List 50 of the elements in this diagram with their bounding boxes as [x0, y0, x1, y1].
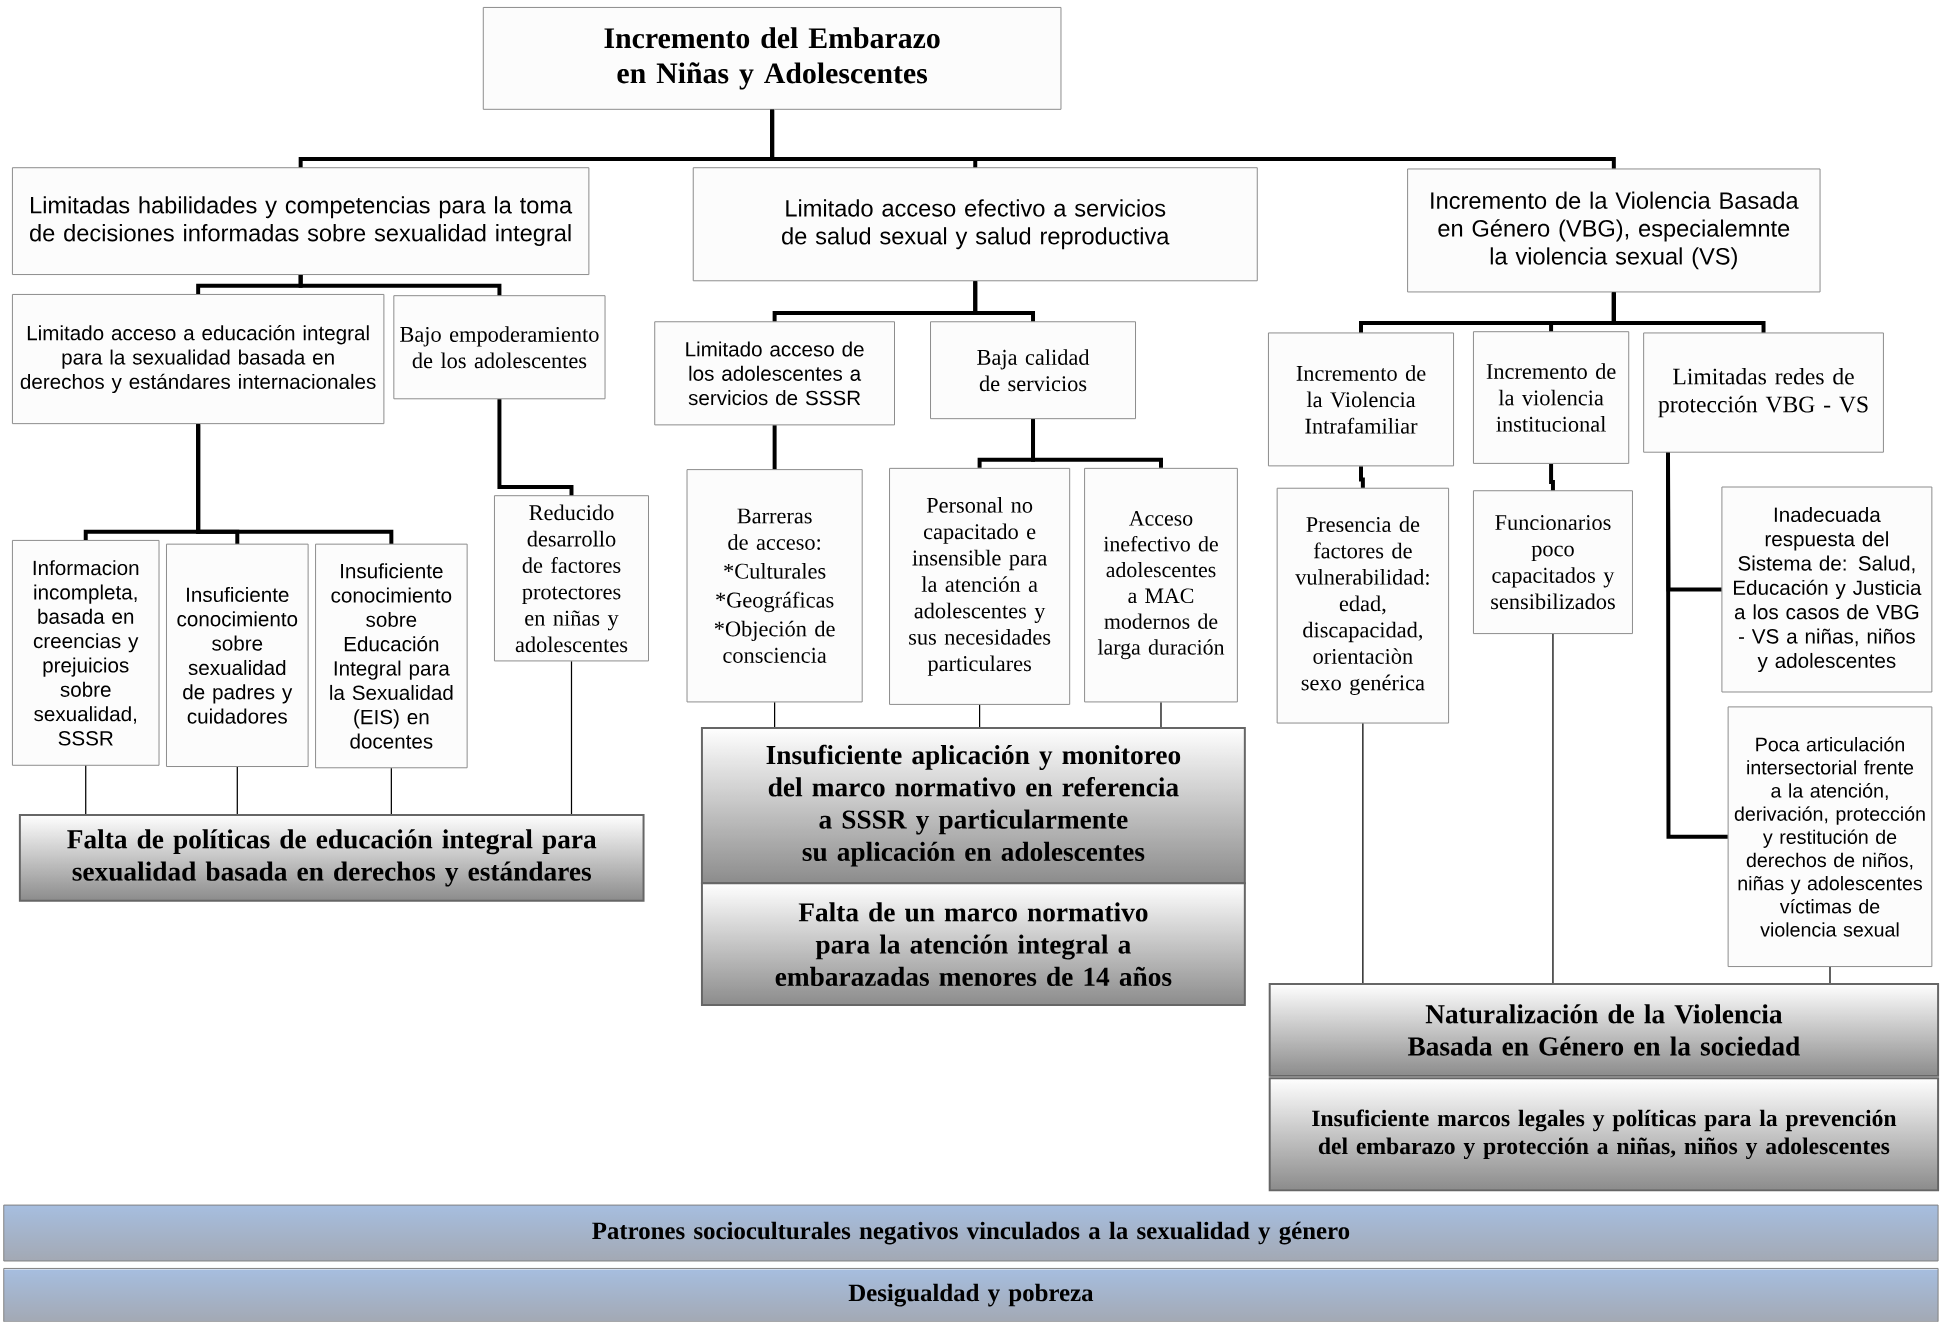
cause-box: Limitado acceso de los adolescentes a servicios de SSSR: [654, 321, 895, 426]
cause-box: Acceso inefectivo de adolescentes a MAC modernos de larga duración: [1084, 467, 1238, 703]
cause-box: Bajo empoderamiento de los adolescentes: [393, 295, 606, 400]
connector-line: [774, 701, 776, 728]
root-cause-box: Insuficiente aplicación y monitoreo del marco normativo en referencia a SSSR y particularmente su aplicación en adolescentes: [700, 727, 1246, 885]
root-cause-box: Insuficiente marcos legales y políticas para la prevención del embarazo y protección a niñas, niños y adolescentes: [1268, 1077, 1940, 1192]
root-cause-box: Falta de políticas de educación integral para sexualidad basada en derechos y estándares: [18, 814, 645, 902]
cause-box: Funcionarios poco capacitados y sensibilizados: [1472, 490, 1633, 635]
cause-box: Insuficiente conocimiento sobre sexualidad de padres y cuidadores: [166, 543, 309, 768]
cause-box: Barreras de acceso: *Culturales *Geográficas *Objeción de consciencia: [686, 469, 863, 703]
connector-line: [390, 767, 392, 815]
banner: Desigualdad y pobreza: [3, 1268, 1939, 1322]
connector-line: [1611, 292, 1766, 333]
cause-box: Presencia de factores de vulnerabilidad: edad, discapacidad, orientaciòn sexo genérica: [1276, 487, 1450, 724]
cause-box: Limitado acceso efectivo a servicios de salud sexual y salud reproductiva: [692, 167, 1258, 282]
connector-line: [979, 704, 981, 728]
cause-box: Incremento del Embarazo en Niñas y Adolescentes: [482, 7, 1062, 110]
root-cause-box: Falta de un marco normativo para la atención integral a embarazadas menores de 14 años: [700, 882, 1246, 1007]
cause-box: Incremento de la Violencia Basada en Género (VBG), especialemnte la violencia sexual (VS): [1407, 168, 1821, 293]
connector-line: [770, 109, 1616, 169]
cause-box: Insuficiente conocimiento sobre Educación Integral para la Sexualidad (EIS) en docentes: [315, 543, 468, 769]
connector-line: [570, 660, 573, 815]
cause-box: Inadecuada respuesta del Sistema de: Salud, Educación y Justicia a los casos de VBG - VS a niñas, niños y adolescentes: [1721, 486, 1933, 693]
connector-line: [85, 765, 87, 815]
connector-line: [1552, 633, 1554, 984]
cause-box: Reducido desarrollo de factores protectores en niñas y adolescentes: [493, 495, 649, 662]
connector-line: [196, 424, 394, 544]
connector-line: [236, 766, 238, 815]
root-cause-box: Naturalización de la Violencia Basada en Género en la sociedad: [1268, 983, 1940, 1077]
cause-box: Baja calidad de servicios: [930, 321, 1136, 420]
connector-line: [497, 399, 574, 496]
connector-line: [772, 425, 777, 470]
connector-line: [1362, 723, 1364, 984]
cause-box: Limitadas habilidades y competencias para la toma de decisiones informadas sobre sexualidad integral: [11, 167, 590, 276]
connector-line: [1829, 966, 1831, 984]
cause-box: Personal no capacitado e insensible para la atención a adolescentes y sus necesidades particulares: [889, 467, 1071, 705]
cause-box: Informacion incompleta, basada en creencias y prejuicios sobre sexualidad, SSSR: [11, 540, 160, 766]
banner: Patrones socioculturales negativos vinculados a la sexualidad y género: [3, 1204, 1939, 1262]
connector-line: [1160, 701, 1162, 728]
cause-box: Incremento de la violencia institucional: [1472, 331, 1630, 464]
connector-line: [1549, 463, 1555, 491]
cause-box: Limitadas redes de protección VBG - VS: [1643, 332, 1884, 453]
cause-box: Poca articulación intersectorial frente a la atención, derivación, protección y restitución de derechos de niños, niñas y adolescentes víctimas de violencia sexual: [1727, 706, 1933, 968]
cause-box: Limitado acceso a educación integral para la sexualidad basada en derechos y estándares internacionales: [11, 294, 385, 425]
connector-line: [973, 281, 1035, 322]
cause-box: Incremento de la Violencia Intrafamiliar: [1267, 332, 1455, 467]
connector-line: [298, 275, 502, 296]
connector-line: [1031, 419, 1163, 468]
connector-line: [1359, 466, 1365, 488]
connector-line: [1666, 452, 1728, 839]
